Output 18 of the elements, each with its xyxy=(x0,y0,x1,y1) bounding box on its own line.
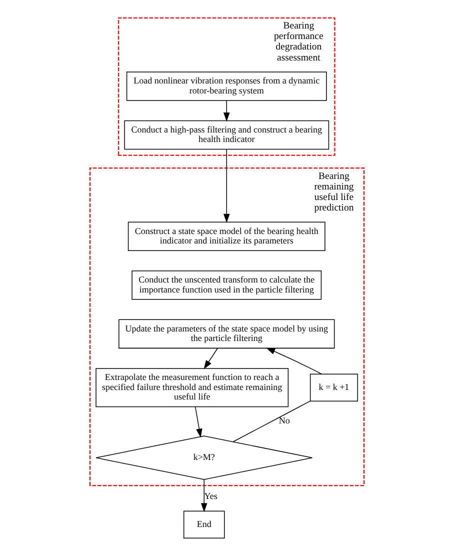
node-diamond: k>M? xyxy=(96,436,313,480)
arrow xyxy=(204,348,218,370)
arrow xyxy=(223,149,230,223)
edge-label: No xyxy=(278,416,290,426)
node-box: End xyxy=(183,510,225,538)
arrow xyxy=(266,348,322,374)
arrow xyxy=(223,100,230,122)
arrow xyxy=(200,479,208,512)
node-box: Conduct the unscented transform to calculate the importance function used in the particle filtering xyxy=(132,270,322,300)
node-box: Construct a state space model of the bearing health indicator and initialize its parameters xyxy=(128,222,326,251)
arrow xyxy=(194,406,202,438)
node-box: k = k +1 xyxy=(310,374,358,402)
node-box: Extrapolate the measurement function to reach a specified failure threshold and estimate remaining useful life xyxy=(96,368,289,408)
node-box: Load nonlinear vibration responses from a dynamic rotor-bearing system xyxy=(126,72,327,101)
node-box: Update the parameters of the state space model by using the particle filtering xyxy=(118,319,335,349)
connector xyxy=(232,400,311,442)
node-box: Conduct a high-pass filtering and construct a bearing health indicator xyxy=(124,120,330,150)
edge-label: Yes xyxy=(204,490,218,501)
